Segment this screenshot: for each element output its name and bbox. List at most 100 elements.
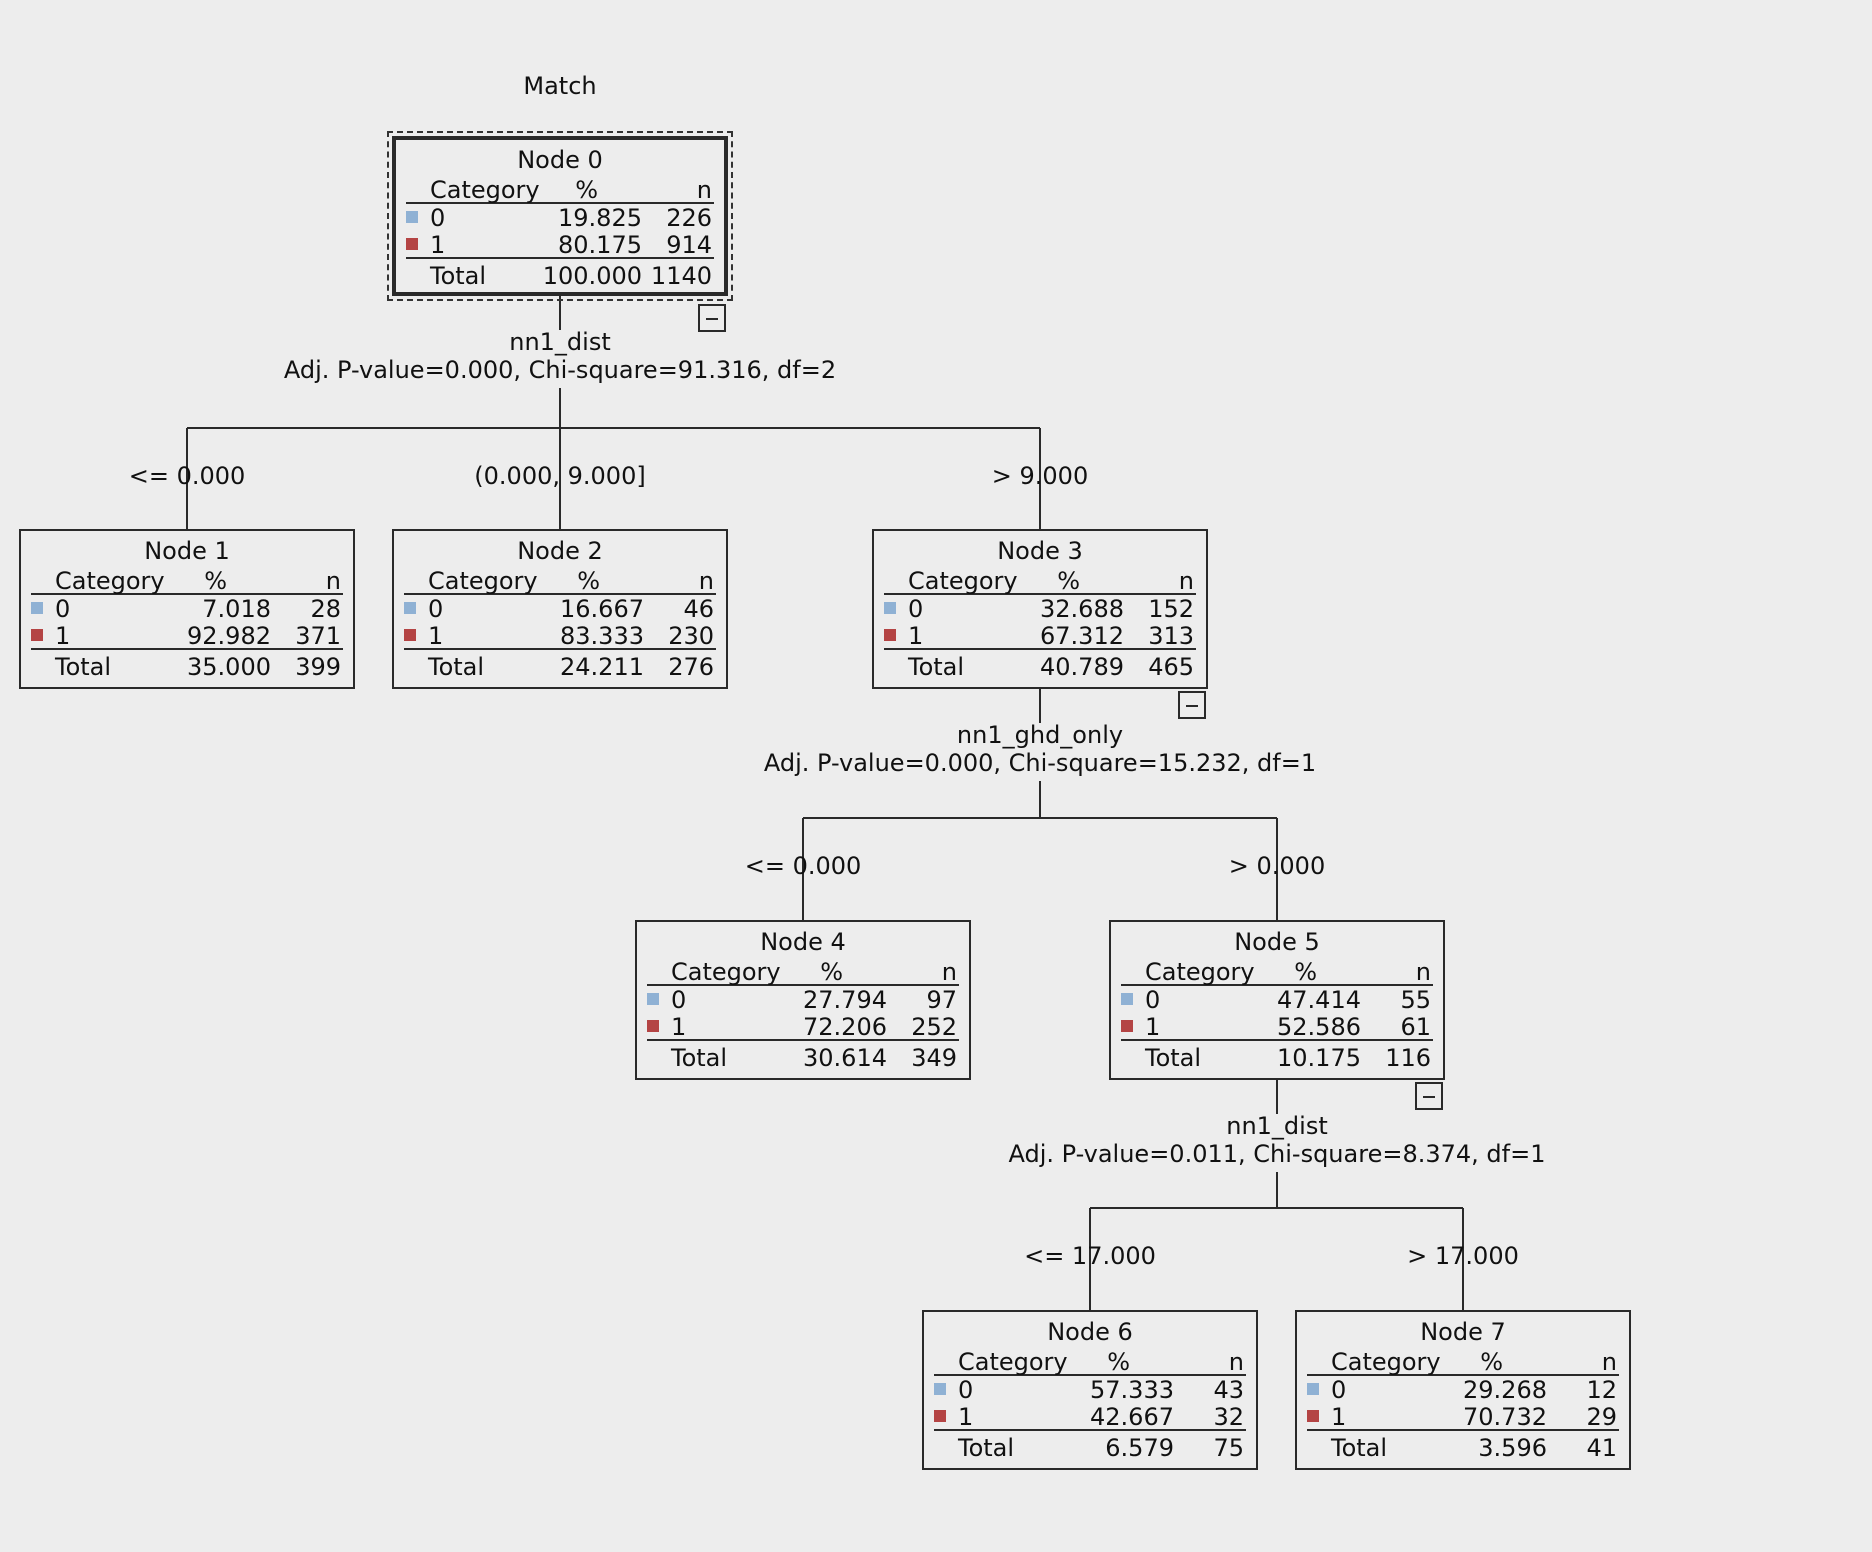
minus-icon[interactable] — [698, 304, 726, 332]
category-value: 1 — [55, 622, 71, 650]
header-category: Category — [428, 567, 538, 595]
header-percent: % — [1107, 1348, 1130, 1376]
split-statistics: Adj. P-value=0.000, Chi-square=91.316, d… — [283, 356, 837, 384]
percent-value: 27.794 — [803, 986, 887, 1014]
total-label: Total — [55, 653, 112, 681]
header-count: n — [1601, 1348, 1617, 1376]
count-value: 46 — [683, 595, 714, 623]
category-row-0: 0 47.414 55 — [1121, 986, 1433, 1014]
total-percent: 30.614 — [803, 1044, 887, 1072]
minus-icon[interactable] — [1415, 1082, 1443, 1110]
category-value: 0 — [1145, 986, 1161, 1014]
count-value: 12 — [1586, 1376, 1617, 1404]
category-swatch — [404, 602, 416, 614]
count-value: 55 — [1400, 986, 1431, 1014]
count-value: 313 — [1148, 622, 1194, 650]
category-swatch — [884, 602, 896, 614]
node-table-header: Category%n — [406, 176, 714, 204]
branch-condition: > 17.000 — [1407, 1242, 1519, 1270]
category-swatch — [1121, 993, 1133, 1005]
category-value: 1 — [1145, 1013, 1161, 1041]
category-swatch — [934, 1383, 946, 1395]
count-value: 226 — [666, 204, 712, 232]
total-percent: 6.579 — [1105, 1434, 1174, 1462]
percent-value: 32.688 — [1040, 595, 1124, 623]
total-percent: 40.789 — [1040, 653, 1124, 681]
category-swatch — [404, 629, 416, 641]
total-count: 399 — [295, 653, 341, 681]
category-swatch — [934, 1410, 946, 1422]
percent-value: 29.268 — [1463, 1376, 1547, 1404]
header-percent: % — [204, 567, 227, 595]
category-value: 0 — [430, 204, 446, 232]
percent-value: 19.825 — [558, 204, 642, 232]
total-percent: 3.596 — [1478, 1434, 1547, 1462]
header-count: n — [1178, 567, 1194, 595]
header-percent: % — [1057, 567, 1080, 595]
total-row: Total 6.579 75 — [934, 1434, 1246, 1462]
total-percent: 10.175 — [1277, 1044, 1361, 1072]
node-title: Node 4 — [760, 928, 846, 956]
category-value: 0 — [908, 595, 924, 623]
header-category: Category — [1331, 1348, 1441, 1376]
category-swatch — [647, 1020, 659, 1032]
count-value: 28 — [310, 595, 341, 623]
total-count: 116 — [1385, 1044, 1431, 1072]
percent-value: 92.982 — [187, 622, 271, 650]
count-value: 371 — [295, 622, 341, 650]
category-swatch — [884, 629, 896, 641]
header-category: Category — [1145, 958, 1255, 986]
node-title: Node 0 — [517, 146, 603, 174]
tree-title: Match — [523, 72, 597, 100]
total-count: 349 — [911, 1044, 957, 1072]
total-label: Total — [1331, 1434, 1388, 1462]
percent-value: 72.206 — [803, 1013, 887, 1041]
percent-value: 7.018 — [202, 595, 271, 623]
percent-value: 47.414 — [1277, 986, 1361, 1014]
header-count: n — [941, 958, 957, 986]
category-value: 0 — [55, 595, 71, 623]
node-title: Node 3 — [997, 537, 1083, 565]
split-variable: nn1_dist — [1226, 1112, 1328, 1140]
category-swatch — [1307, 1410, 1319, 1422]
category-row-0: 0 19.825 226 — [406, 204, 714, 232]
total-count: 276 — [668, 653, 714, 681]
category-value: 0 — [428, 595, 444, 623]
header-category: Category — [430, 176, 540, 204]
header-percent: % — [820, 958, 843, 986]
node-table-header: Category%n — [404, 567, 716, 595]
node-title: Node 5 — [1234, 928, 1320, 956]
header-percent: % — [1480, 1348, 1503, 1376]
category-swatch — [31, 629, 43, 641]
count-value: 61 — [1400, 1013, 1431, 1041]
node-title: Node 2 — [517, 537, 603, 565]
total-count: 75 — [1213, 1434, 1244, 1462]
header-percent: % — [1294, 958, 1317, 986]
category-swatch — [647, 993, 659, 1005]
split-statistics: Adj. P-value=0.000, Chi-square=15.232, d… — [763, 749, 1317, 777]
minus-icon[interactable] — [1178, 691, 1206, 719]
percent-value: 42.667 — [1090, 1403, 1174, 1431]
total-label: Total — [958, 1434, 1015, 1462]
category-value: 1 — [1331, 1403, 1347, 1431]
